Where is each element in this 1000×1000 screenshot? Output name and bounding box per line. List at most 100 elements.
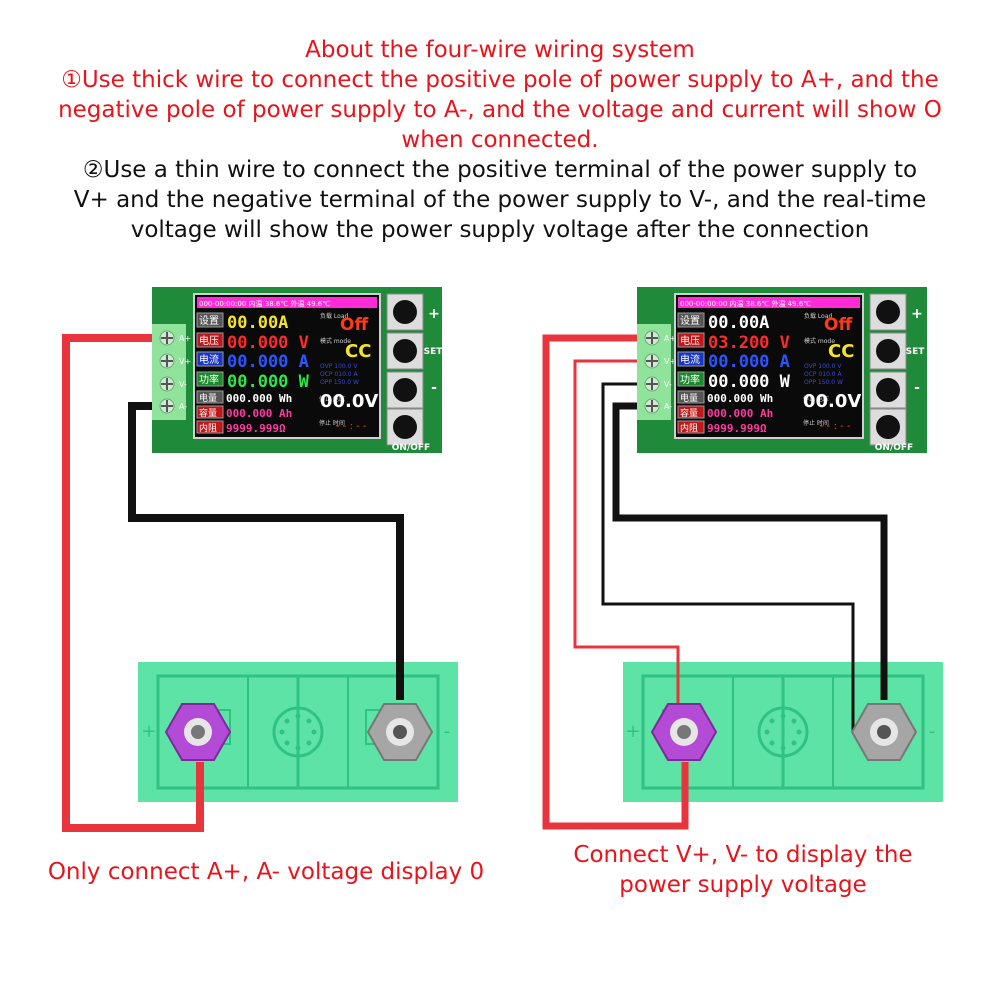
plus-button[interactable] (393, 300, 417, 324)
stop-voltage-label: 停止 电压 (319, 395, 345, 403)
minus-button[interactable] (876, 378, 900, 402)
value-current: 00.000 A (708, 352, 790, 372)
left-module: A+ V+ V- A- 000-00:00:00 内温 38.6℃ 外温 49.… (152, 287, 443, 453)
row-label-current: 电流 (680, 353, 700, 366)
stop-time-value: - - : - - (336, 421, 367, 432)
left-negative-terminal (366, 703, 434, 761)
value-capacity: 000.000 Ah (226, 407, 292, 420)
row-label-resistance: 内阻 (199, 422, 217, 434)
value-voltage: 03.200 V (708, 333, 790, 353)
onoff-button-label: ON/OFF (875, 443, 913, 453)
right-positive-terminal (650, 703, 718, 761)
battery-vent-icon (272, 706, 324, 758)
right-module: A+ V+ V- A- 000-00:00:00 内温 38.6℃ 外温 49.… (637, 287, 927, 453)
ocp-line: OCP 010.0 A (804, 371, 843, 378)
row-label-energy: 电量 (199, 392, 217, 404)
status-bar-text: 000-00:00:00 内温 38.6℃ 外温 49.6℃ (199, 299, 330, 308)
right-diagram: + - A+ V+ V- (542, 287, 943, 830)
onoff-button-label: ON/OFF (392, 443, 430, 453)
value-set-current: 00.00A (227, 313, 288, 333)
minus-button-label: - (914, 380, 920, 396)
right-thin-red-wire (573, 359, 680, 706)
ocp-line: OCP 010.0 A (320, 371, 359, 378)
right-black-wire (612, 402, 888, 700)
step2-line2: V+ and the negative terminal of the powe… (73, 187, 927, 213)
stop-time-label: 停止 时间 (803, 419, 829, 427)
value-energy: 000.000 Wh (707, 392, 773, 405)
plus-button-label: + (428, 306, 440, 322)
mode-label: 模式 mode (320, 337, 351, 345)
stop-voltage-value: 00.0V (803, 391, 861, 412)
row-label-set: 设置 (680, 315, 700, 327)
set-button[interactable] (876, 339, 900, 363)
minus-button-label: - (431, 380, 437, 396)
onoff-button[interactable] (876, 415, 900, 439)
set-button-label: SET (424, 347, 444, 357)
load-state: Off (824, 315, 852, 335)
value-resistance: 9999.999Ω (707, 422, 767, 435)
battery-vent-icon (757, 706, 809, 758)
opp-line: OPP 150.0 W (804, 379, 843, 386)
battery-plus-sign: + (625, 721, 640, 742)
terminal-label-v-plus: V+ (179, 357, 191, 366)
row-label-voltage: 电压 (680, 334, 700, 347)
value-power: 00.000 W (227, 372, 310, 392)
battery-minus-sign: - (929, 721, 936, 742)
step1-line2: negative pole of power supply to A-, and… (58, 97, 942, 123)
value-capacity: 000.000 Ah (707, 407, 773, 420)
ovp-line: OVP 100.0 V (804, 363, 842, 370)
value-power: 00.000 W (708, 372, 791, 392)
terminal-label-a-plus: A+ (179, 334, 191, 343)
value-energy: 000.000 Wh (226, 392, 292, 405)
minus-button[interactable] (393, 378, 417, 402)
row-label-energy: 电量 (680, 392, 698, 404)
row-label-capacity: 容量 (199, 407, 217, 419)
mode-label: 模式 mode (804, 337, 835, 345)
terminal-label-v-minus: V- (179, 380, 187, 389)
terminal-label-v-minus: V- (664, 380, 672, 389)
stop-time-value: - - : - - (820, 421, 851, 432)
plus-button-label: + (911, 306, 923, 322)
battery-minus-sign: - (444, 721, 451, 742)
left-red-wire (62, 334, 204, 832)
step1-line3: when connected. (401, 127, 599, 153)
mode-value: CC (345, 341, 371, 362)
row-label-current: 电流 (199, 353, 219, 366)
left-diagram: + - A+ V+ V- A- (62, 287, 458, 832)
value-set-current: 00.00A (708, 313, 769, 333)
mode-value: CC (828, 341, 854, 362)
step2-line3: voltage will show the power supply volta… (130, 217, 870, 243)
left-positive-terminal (164, 703, 232, 761)
right-caption-line1: Connect V+, V- to display the (573, 842, 913, 868)
status-bar (197, 297, 377, 308)
terminal-label-a-minus: A- (664, 402, 672, 411)
opp-line: OPP 150.0 W (320, 379, 359, 386)
lcd-screen (674, 293, 864, 439)
right-red-wire (542, 334, 689, 830)
row-label-power: 功率 (680, 373, 700, 386)
load-state: Off (340, 315, 368, 335)
row-label-resistance: 内阻 (680, 422, 698, 434)
row-label-set: 设置 (199, 315, 219, 327)
onoff-button[interactable] (393, 415, 417, 439)
load-label: 负载 Load (320, 312, 348, 320)
stop-voltage-label: 停止 电压 (803, 395, 829, 403)
terminal-label-v-plus: V+ (664, 357, 676, 366)
left-caption: Only connect A+, A- voltage display 0 (47, 859, 485, 885)
value-voltage: 00.000 V (227, 333, 309, 353)
set-button-label: SET (906, 347, 926, 357)
row-label-capacity: 容量 (680, 407, 698, 419)
diagram-title: About the four-wire wiring system (305, 37, 695, 63)
status-bar (678, 297, 860, 308)
battery-plus-sign: + (141, 721, 156, 742)
set-button[interactable] (393, 339, 417, 363)
value-resistance: 9999.999Ω (226, 422, 286, 435)
value-current: 00.000 A (227, 352, 309, 372)
left-black-wire (128, 402, 404, 700)
terminal-label-a-minus: A- (179, 402, 187, 411)
right-negative-terminal (850, 703, 918, 761)
step2-line1: ②Use a thin wire to connect the positive… (82, 157, 918, 183)
row-label-voltage: 电压 (199, 334, 219, 347)
plus-button[interactable] (876, 300, 900, 324)
